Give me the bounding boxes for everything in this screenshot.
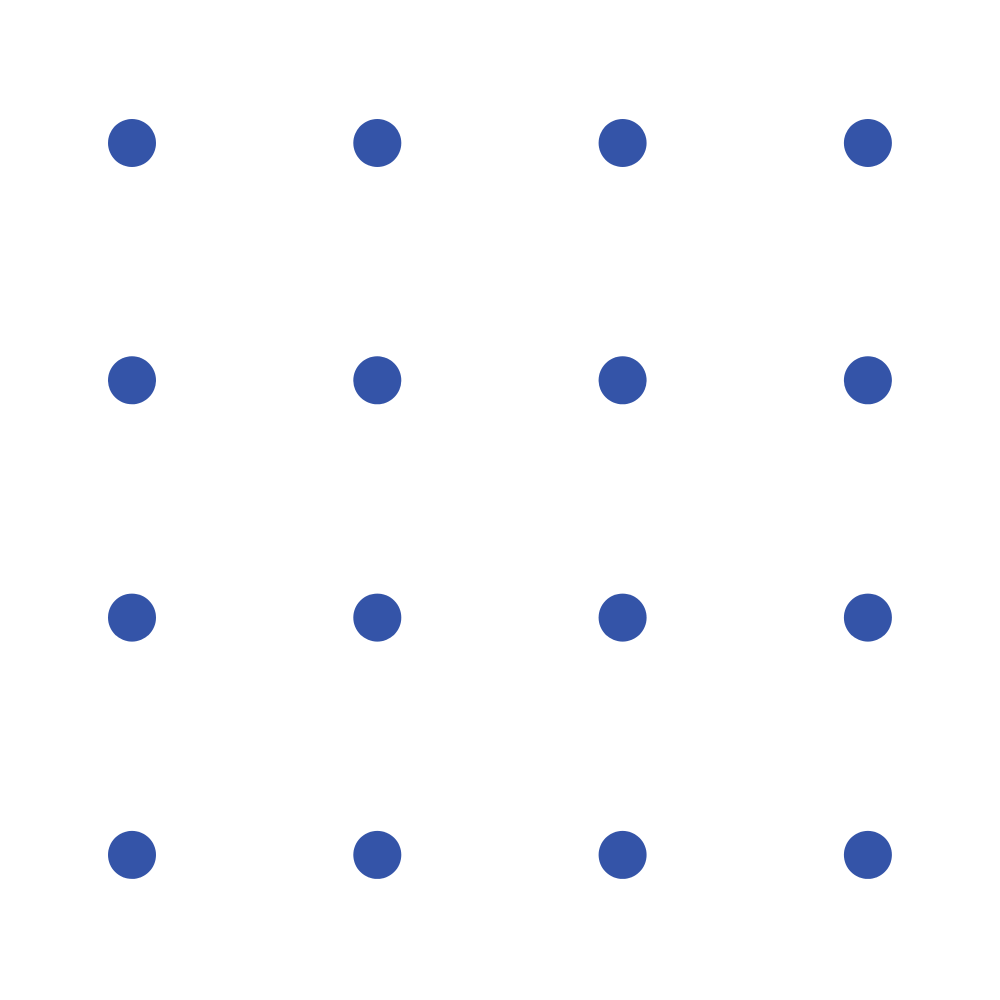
grid-dot-r2-c3 bbox=[598, 356, 647, 405]
grid-dot-r2-c4 bbox=[843, 356, 892, 405]
grid-dot-r1-c4 bbox=[843, 119, 892, 167]
grid-dot-r3-c3 bbox=[598, 593, 647, 642]
grid-dot-r3-c4 bbox=[843, 593, 892, 642]
grid-dot-r3-c2 bbox=[353, 593, 402, 642]
grid-dot-r1-c1 bbox=[108, 119, 156, 167]
grid-dot-r4-c3 bbox=[598, 830, 647, 879]
grid-dot-r4-c1 bbox=[108, 830, 156, 879]
grid-dot-r4-c2 bbox=[353, 830, 402, 879]
grid-dot-r4-c4 bbox=[843, 830, 892, 879]
grid-dot-r3-c1 bbox=[108, 593, 156, 642]
grid-dot-r1-c2 bbox=[353, 119, 402, 167]
grid-dot-r2-c1 bbox=[108, 356, 156, 405]
grid-dot-r2-c2 bbox=[353, 356, 402, 405]
grid-dot-r1-c3 bbox=[598, 119, 647, 167]
